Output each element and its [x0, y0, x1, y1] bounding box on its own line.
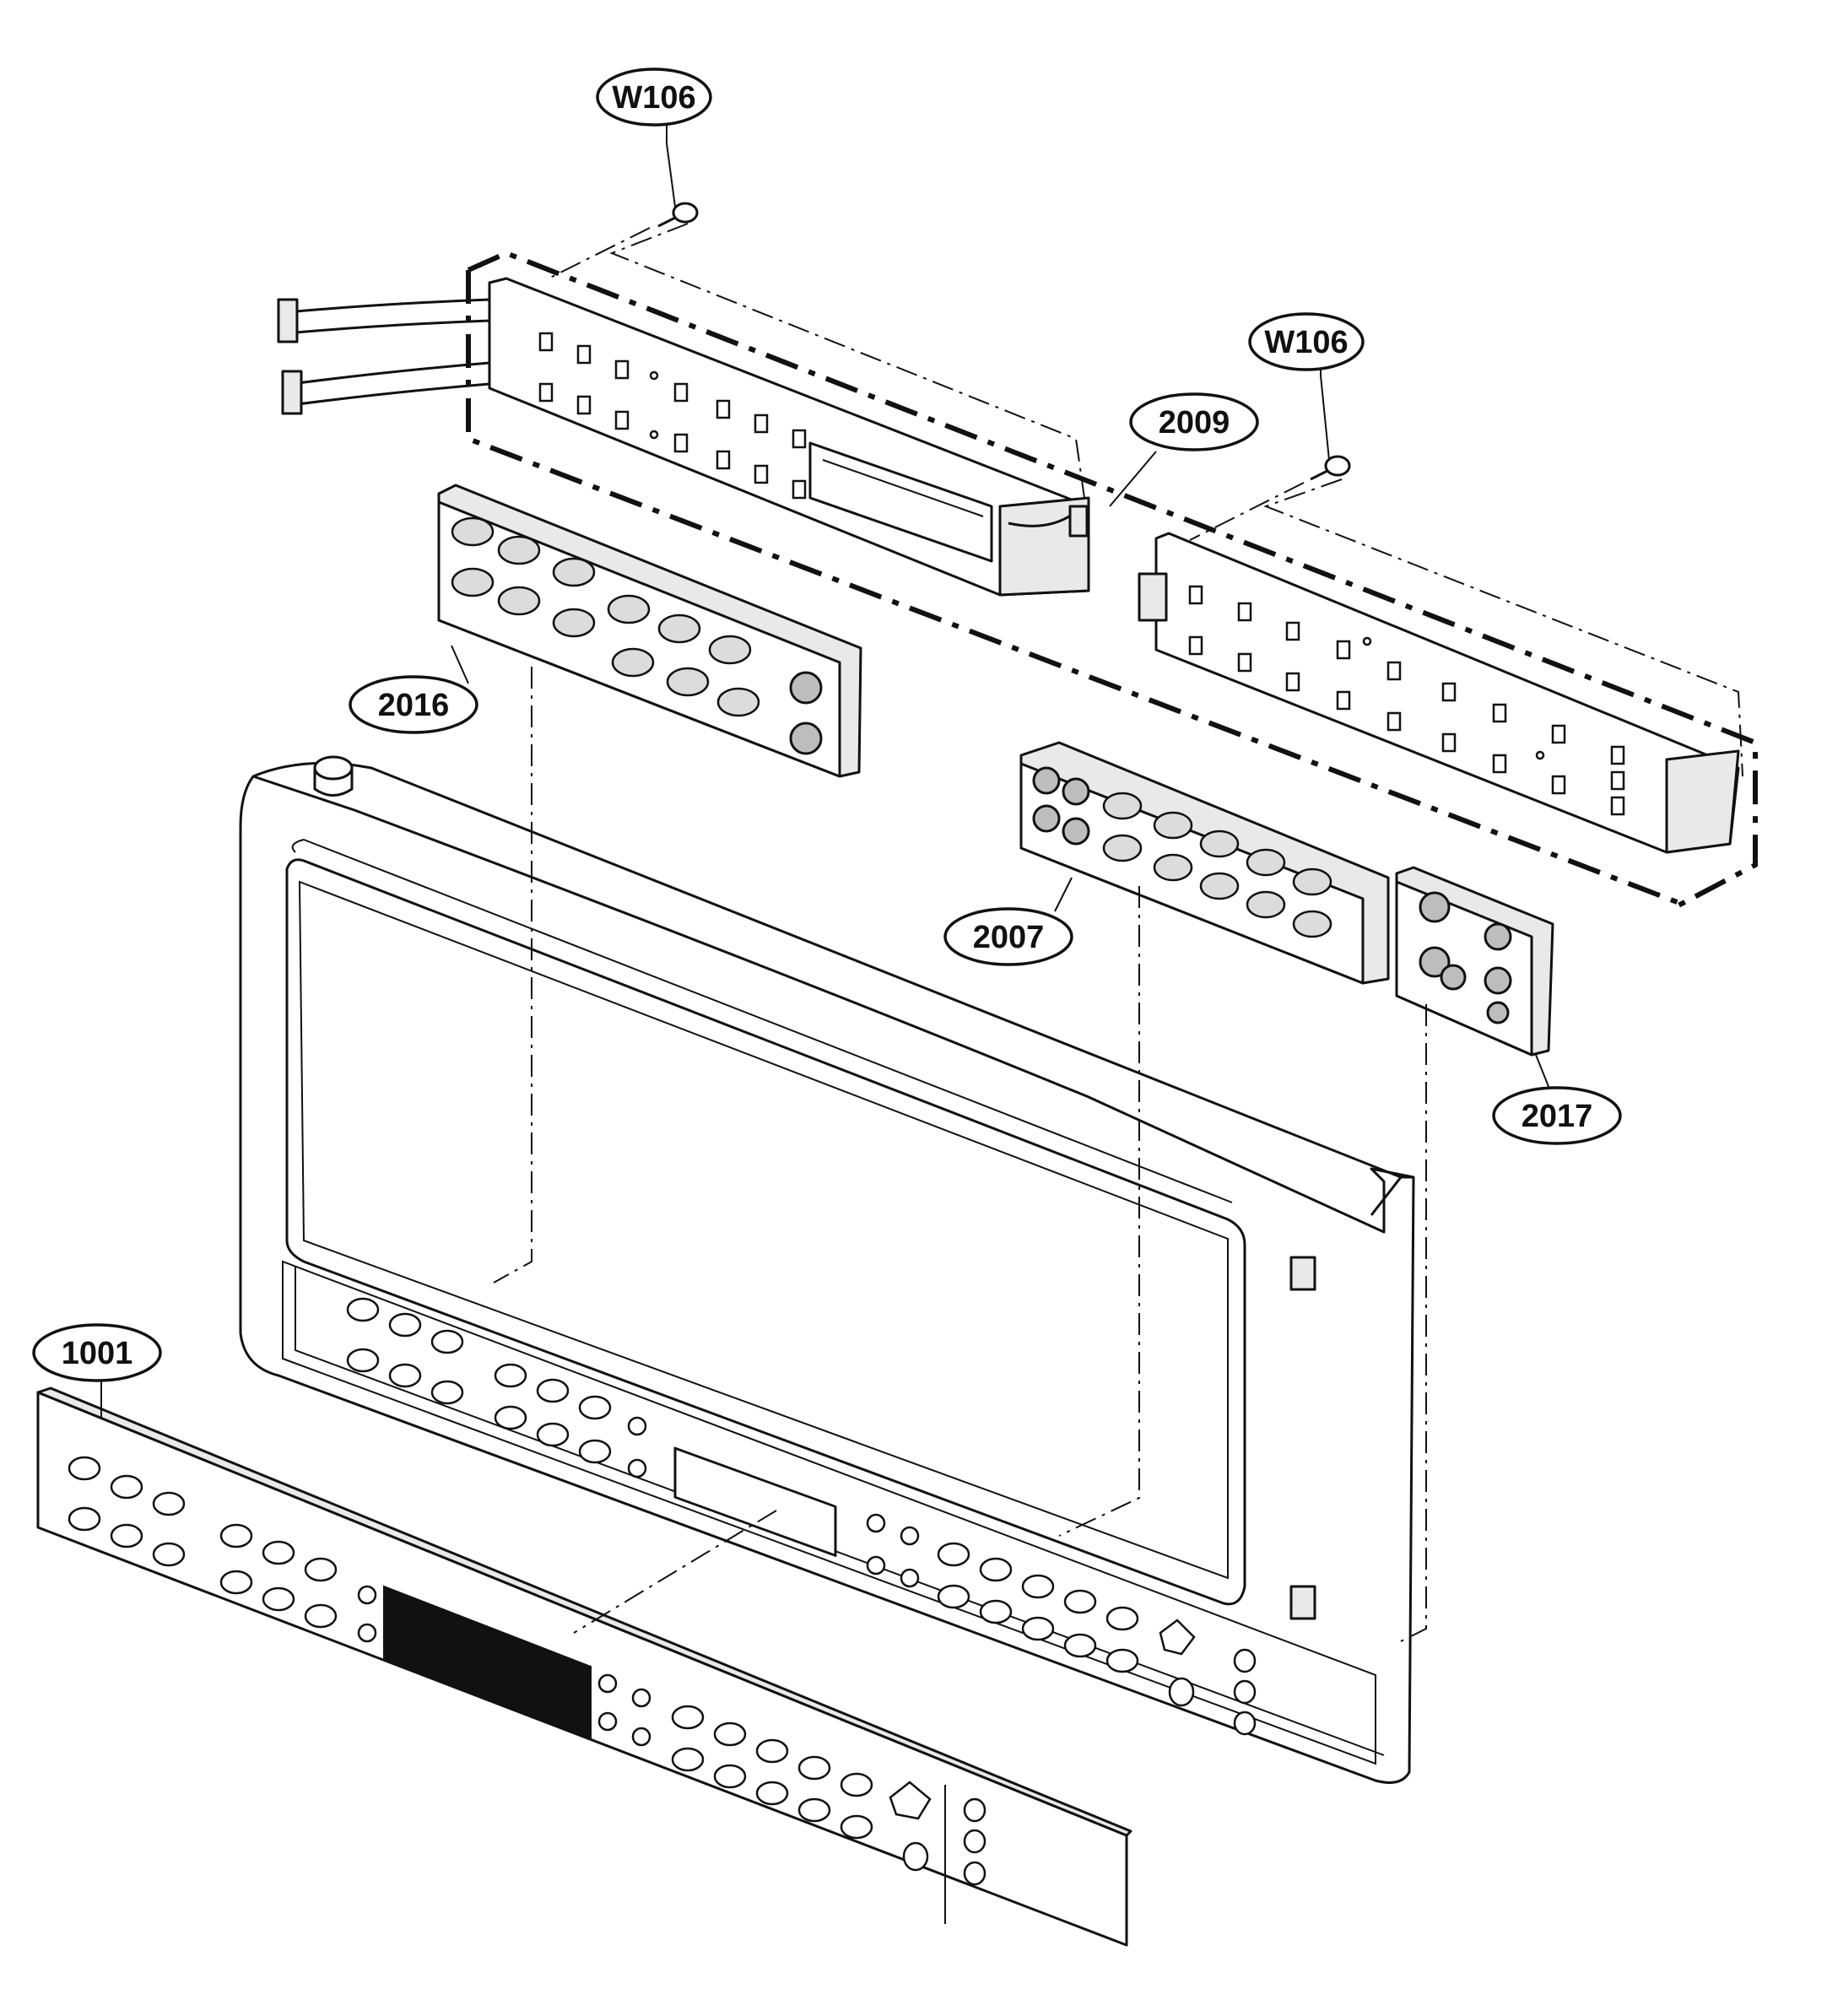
- svg-text:W106: W106: [612, 80, 695, 116]
- pcb-right: [1138, 532, 1740, 854]
- callout-2016: 2016: [349, 675, 478, 734]
- holder-2007-keys: [1032, 766, 1332, 938]
- button-holder-2016: [437, 484, 862, 778]
- svg-text:1001: 1001: [62, 1336, 133, 1371]
- pcb-right-switches: [1188, 585, 1625, 816]
- callout-2017: 2017: [1492, 1086, 1622, 1145]
- frame-panel-keys: [346, 1297, 1257, 1736]
- screw-guides: [548, 223, 1743, 777]
- pcb-left: [277, 277, 1090, 597]
- svg-text:2017: 2017: [1522, 1099, 1593, 1134]
- overlay-keys: [68, 1456, 986, 1886]
- callout-2007: 2007: [943, 907, 1073, 966]
- assembly-guides: [493, 667, 1427, 1642]
- door-frame: [239, 755, 1415, 1784]
- door-latch-upper: [1289, 1256, 1316, 1291]
- svg-text:2007: 2007: [973, 920, 1045, 955]
- screw-right: [1310, 375, 1351, 481]
- svg-text:2016: 2016: [378, 688, 450, 723]
- svg-text:W106: W106: [1264, 325, 1348, 360]
- panel-display-window: [673, 1446, 837, 1557]
- button-holder-2007: [1019, 741, 1390, 985]
- callout-w106-left: W106: [596, 68, 712, 127]
- callout-w106-right: W106: [1248, 312, 1365, 371]
- callout-1001: 1001: [32, 1323, 162, 1382]
- svg-text:2009: 2009: [1159, 405, 1230, 440]
- button-holder-2017: [1395, 866, 1554, 1057]
- control-panel-overlay-1001: [36, 1386, 1132, 1947]
- overlay-display-window: [383, 1585, 592, 1740]
- screw-left: [657, 143, 699, 228]
- holder-2016-keys: [451, 516, 823, 755]
- wire-harness: [277, 298, 1089, 538]
- holder-2017-keys: [1419, 891, 1512, 1024]
- assembly-boundary-line: [466, 250, 1758, 910]
- pcb-left-switches: [538, 332, 807, 500]
- callout-2009: 2009: [1129, 392, 1259, 451]
- callout-leaders: [100, 122, 1554, 1418]
- door-hinge-post: [313, 755, 354, 797]
- door-latch-lower: [1289, 1585, 1316, 1620]
